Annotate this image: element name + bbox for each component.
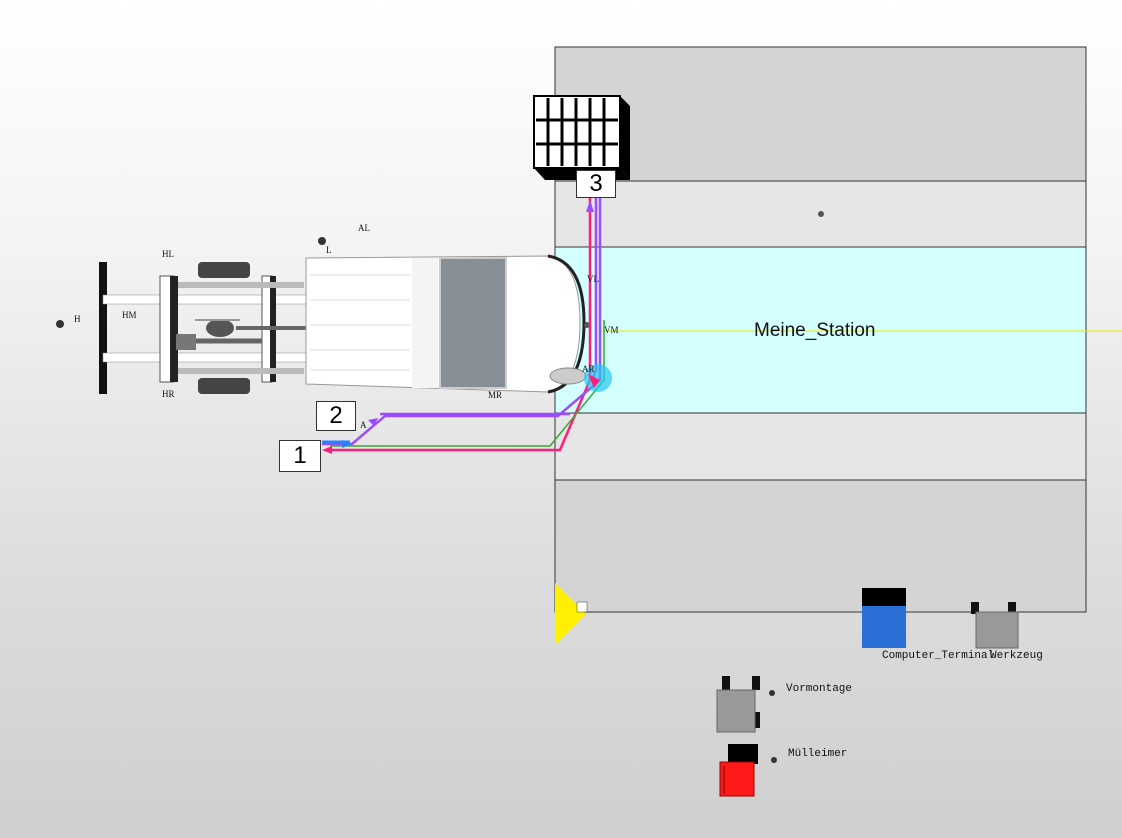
vehicle-cab[interactable] (305, 254, 590, 394)
arrow-ne-icon (368, 418, 378, 426)
muelleimer-object[interactable] (719, 744, 777, 797)
label-hr: HR (162, 389, 175, 399)
label-a: A (360, 420, 367, 430)
computer-terminal[interactable] (862, 588, 906, 648)
station-corner-handle[interactable] (576, 601, 588, 613)
station-bottom-panel[interactable] (554, 479, 1087, 613)
werkzeug-object[interactable] (971, 602, 1019, 649)
muelleimer-label: Mülleimer (788, 748, 848, 760)
vormontage-label: Vormontage (786, 683, 853, 695)
station-top-panel[interactable] (554, 46, 1087, 182)
label-al: AL (358, 223, 370, 233)
werkzeug-label: Werkzeug (990, 650, 1043, 662)
marker-2[interactable]: 2 (316, 401, 356, 431)
label-vm: VM (604, 325, 619, 335)
point-h-icon[interactable] (56, 320, 64, 328)
arrow-right-icon (342, 440, 352, 448)
shelf-rack[interactable] (533, 95, 630, 180)
station-cursor-icon[interactable] (555, 583, 586, 645)
label-mr: MR (488, 390, 503, 400)
arrow-target-icon (588, 374, 600, 388)
label-hm: HM (122, 310, 137, 320)
label-hl: HL (162, 249, 174, 259)
arrow-left-icon (322, 446, 332, 454)
target-marker-icon[interactable] (584, 364, 612, 392)
arrow-up-icon (586, 200, 594, 212)
label-vl: VL (587, 274, 599, 284)
path-green (330, 320, 605, 447)
label-l: L (326, 245, 332, 255)
vormontage-object[interactable] (716, 676, 775, 733)
label-ar: AR (582, 364, 595, 374)
marker-3[interactable]: 3 (576, 170, 616, 198)
marker-1[interactable]: 1 (279, 440, 321, 472)
station-band[interactable] (554, 246, 1087, 414)
point-marker-icon (818, 211, 824, 217)
station-title: Meine_Station (754, 320, 876, 341)
vehicle-chassis[interactable] (99, 262, 309, 394)
label-h: H (74, 314, 81, 324)
point-l-icon[interactable] (318, 237, 326, 245)
station-lower-lane[interactable] (554, 412, 1087, 481)
computer-terminal-label: Computer_Terminal (882, 650, 995, 662)
station-area[interactable] (554, 46, 1122, 613)
